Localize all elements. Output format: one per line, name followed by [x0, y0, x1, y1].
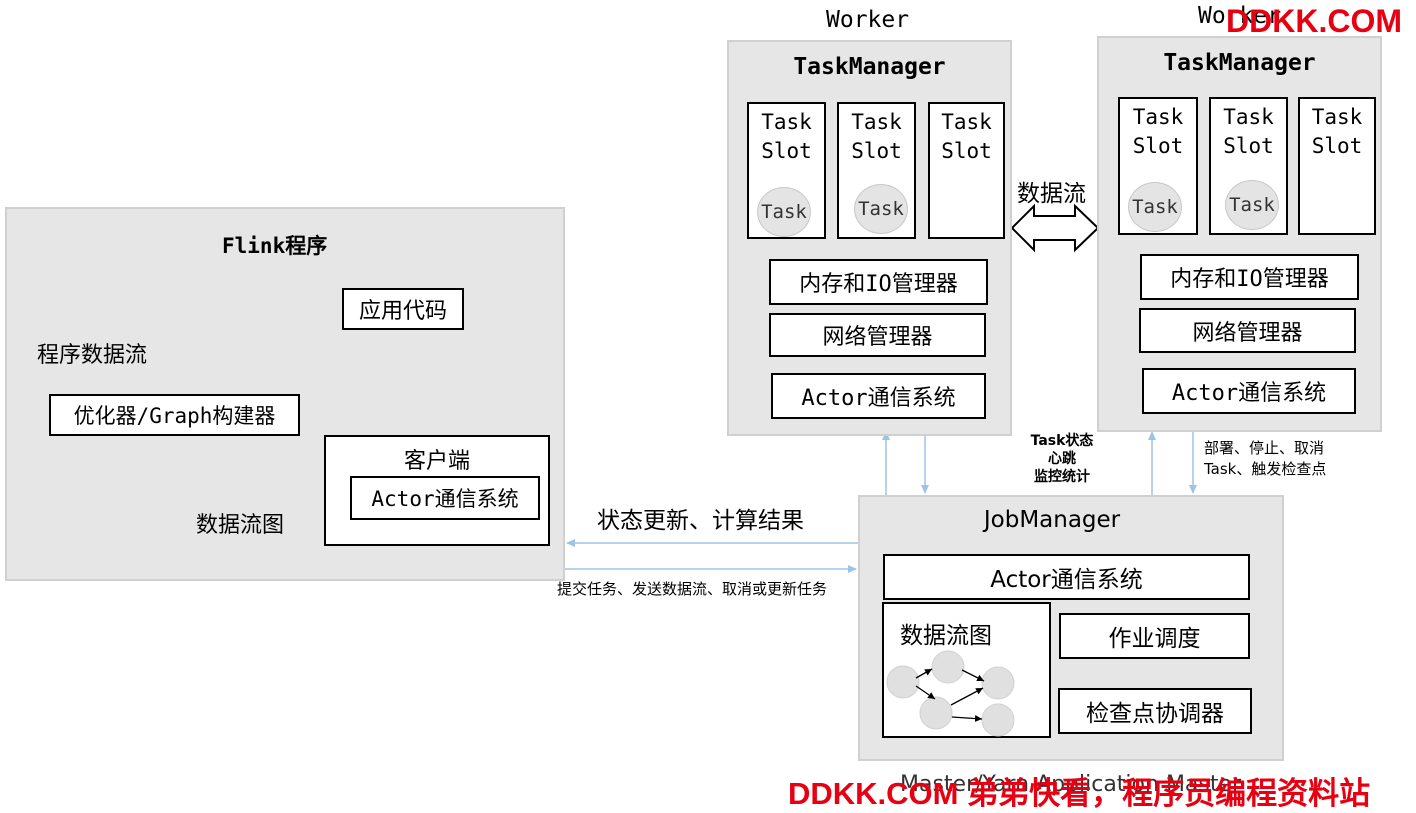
task-slot: Task Slot: [1298, 97, 1376, 235]
task-slot: Task Slot Task: [1118, 97, 1198, 235]
app-code-box: 应用代码: [342, 288, 464, 330]
task-slot: Task Slot Task: [837, 102, 916, 239]
actor-system-box: Actor通信系统: [1142, 368, 1356, 414]
graph-edge: [961, 669, 985, 682]
job-scheduling-box: 作业调度: [1059, 613, 1250, 659]
deploy-label: 部署、停止、取消 Task、触发检查点: [1204, 438, 1326, 480]
graph-node: [981, 666, 1015, 700]
program-dataflow-label: 程序数据流: [37, 343, 148, 368]
checkpoint-coordinator-box: 检查点协调器: [1058, 688, 1252, 734]
flink-program-title: Flink程序: [222, 234, 328, 258]
deploy-line1: 部署、停止、取消: [1204, 439, 1325, 457]
task-slot-label-line2: Slot: [761, 139, 812, 163]
job-manager-footer-label: Master/Yarn Application Master: [900, 772, 1242, 797]
memory-io-manager-box: 内存和IO管理器: [769, 259, 988, 305]
graph-edge: [950, 687, 984, 706]
graph-node: [919, 696, 953, 730]
job-scheduling-label: 作业调度: [1108, 626, 1201, 652]
optimizer-box: 优化器/Graph构建器: [49, 394, 300, 436]
checkpoint-coordinator-label: 检查点协调器: [1086, 701, 1224, 727]
heartbeat-line1: Task状态: [1030, 433, 1094, 449]
task-slot-label-line2: Slot: [1223, 134, 1274, 158]
task-slot-label-line2: Slot: [941, 139, 992, 163]
network-manager-box: 网络管理器: [769, 313, 986, 357]
task-slot: Task Slot: [928, 102, 1005, 239]
memory-io-manager-label: 内存和IO管理器: [799, 272, 958, 297]
network-manager-label: 网络管理器: [822, 325, 933, 350]
actor-system-box: Actor通信系统: [771, 373, 986, 419]
app-code-label: 应用代码: [358, 299, 447, 324]
client-actor-label: Actor通信系统: [371, 487, 519, 511]
task-manager-right-title: TaskManager: [1163, 50, 1316, 76]
task-circle: Task: [1225, 180, 1279, 230]
task-slot-label-line1: Task: [851, 110, 902, 134]
data-stream-label: 数据流: [1017, 181, 1086, 207]
worker-label-right: Worker: [1198, 3, 1282, 29]
task-slot-label-line1: Task: [1132, 105, 1184, 129]
graph-node: [886, 665, 920, 699]
deploy-line2: Task、触发检查点: [1204, 460, 1327, 478]
task-circle: Task: [757, 187, 811, 237]
task-slot-label-line1: Task: [1311, 105, 1363, 129]
network-manager-box: 网络管理器: [1139, 308, 1356, 353]
task-slot-label-line1: Task: [761, 110, 812, 134]
task-manager-left-title: TaskManager: [793, 54, 946, 80]
heartbeat-line3: 监控统计: [1034, 469, 1090, 485]
task-slot-label-line2: Slot: [851, 139, 902, 163]
actor-system-label: Actor通信系统: [801, 386, 956, 411]
job-dataflow-graph-label: 数据流图: [900, 623, 992, 649]
memory-io-manager-box: 内存和IO管理器: [1140, 254, 1359, 300]
graph-node: [981, 703, 1015, 737]
task-slot-label-line2: Slot: [1132, 134, 1184, 158]
task-slot-label-line2: Slot: [1311, 134, 1363, 158]
task-slot-label-line1: Task: [941, 110, 992, 134]
job-manager-title: JobManager: [983, 507, 1121, 533]
task-slot-label-line1: Task: [1223, 105, 1274, 129]
graph-edge: [915, 668, 933, 679]
graph-edge: [951, 715, 983, 723]
optimizer-label: 优化器/Graph构建器: [73, 404, 276, 428]
task-slot: Task Slot Task: [747, 102, 826, 239]
network-manager-label: 网络管理器: [1192, 320, 1303, 346]
task-circle: Task: [1128, 182, 1182, 232]
client-title: 客户端: [403, 449, 470, 474]
graph-node: [931, 650, 965, 684]
memory-io-manager-label: 内存和IO管理器: [1170, 267, 1329, 292]
worker-label-left: Worker: [826, 7, 910, 33]
task-slot: Task Slot Task: [1209, 97, 1288, 235]
job-manager-actor-label: Actor通信系统: [990, 567, 1143, 593]
dataflow-graph-edge-label: 数据流图: [196, 513, 285, 538]
client-box: 客户端 Actor通信系统: [324, 435, 550, 546]
status-update-label: 状态更新、计算结果: [597, 508, 804, 534]
heartbeat-label: Task状态 心跳 监控统计: [1022, 432, 1102, 486]
submit-task-label: 提交任务、发送数据流、取消或更新任务: [557, 580, 828, 598]
heartbeat-line2: 心跳: [1048, 451, 1076, 467]
watermark-top-right: DDKK.COM: [1226, 3, 1402, 39]
graph-edge: [915, 685, 936, 700]
task-circle: Task: [854, 184, 908, 234]
job-manager-actor-box: Actor通信系统: [883, 554, 1250, 600]
client-actor-box: Actor通信系统: [350, 476, 540, 520]
actor-system-label: Actor通信系统: [1171, 381, 1327, 406]
